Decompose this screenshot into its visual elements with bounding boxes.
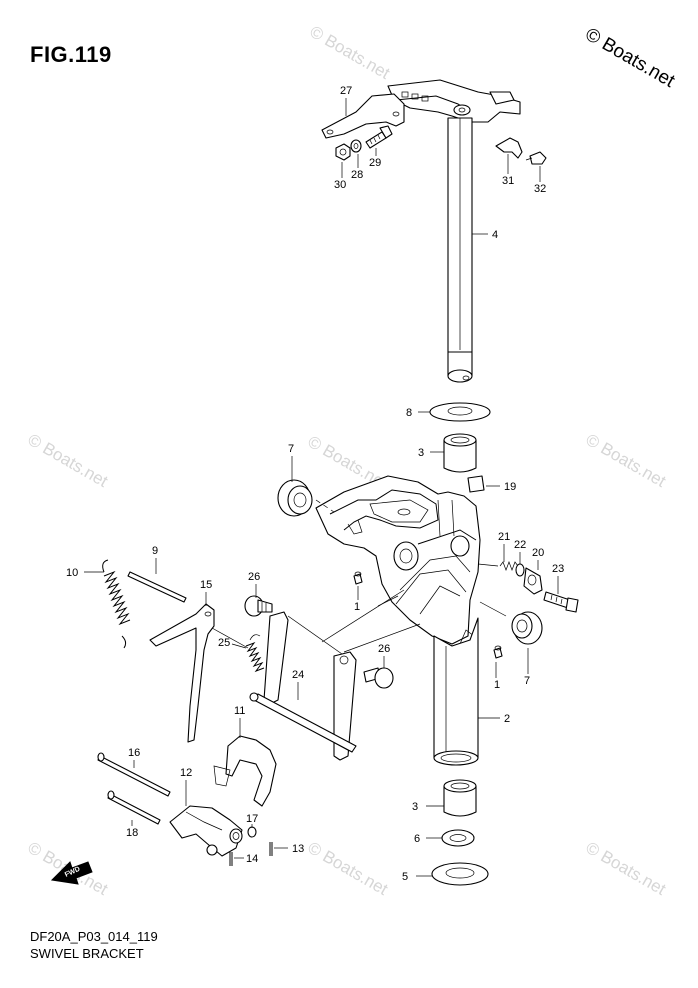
grease-nipple (493, 645, 503, 659)
return-spring (245, 634, 265, 673)
callout-25: 25 (218, 637, 230, 649)
callout-7: 7 (524, 675, 530, 687)
upper-bushing (443, 433, 477, 473)
callout-9: 9 (152, 545, 158, 557)
callout-4: 4 (492, 229, 498, 241)
steering-shaft (447, 117, 473, 383)
callout-6: 6 (414, 833, 420, 845)
washer (350, 139, 362, 153)
callout-13: 13 (292, 843, 304, 855)
large-washer (431, 862, 489, 886)
figure-name: SWIVEL BRACKET (30, 946, 144, 961)
callout-21: 21 (498, 531, 510, 543)
shoulder-bolt (363, 667, 394, 689)
callout-18: 18 (126, 827, 138, 839)
cotter-pin (269, 842, 273, 856)
callout-30: 30 (334, 179, 346, 191)
callout-12: 12 (180, 767, 192, 779)
lower-bushing (443, 779, 477, 817)
grease-nipple (353, 571, 363, 585)
callout-14: 14 (246, 853, 258, 865)
tilt-lock-assembly (249, 611, 357, 761)
callout-3: 3 (412, 801, 418, 813)
left-grommet (277, 479, 313, 517)
callout-11: 11 (234, 705, 245, 717)
callout-31: 31 (502, 175, 514, 187)
release-lever (149, 603, 215, 743)
spring (499, 561, 519, 571)
right-grommet (511, 611, 543, 645)
steering-bracket (387, 79, 521, 123)
leader-lines (84, 98, 559, 877)
callout-2: 2 (504, 713, 510, 725)
pivot-bolt (543, 591, 579, 613)
callout-26: 26 (378, 643, 390, 655)
swivel-bracket-body (315, 475, 481, 647)
tension-spring (102, 559, 131, 649)
callout-23: 23 (552, 563, 564, 575)
pin (127, 571, 187, 603)
callout-15: 15 (200, 579, 212, 591)
pivot-bracket (169, 805, 243, 857)
callout-1: 1 (494, 679, 500, 691)
callout-8: 8 (406, 407, 412, 419)
callout-7: 7 (288, 443, 294, 455)
long-pin (97, 752, 171, 797)
callout-29: 29 (369, 157, 381, 169)
mounting-plate (321, 93, 405, 139)
callout-26: 26 (248, 571, 260, 583)
spacer (515, 563, 525, 577)
cotter-pin (229, 852, 233, 866)
clip (495, 137, 523, 159)
callout-32: 32 (534, 183, 546, 195)
callout-16: 16 (128, 747, 140, 759)
bolt (365, 125, 393, 149)
lock-bracket (213, 735, 277, 807)
callout-20: 20 (532, 547, 544, 559)
callout-labels: 27 30 28 29 31 32 4 8 3 19 7 9 10 15 26 … (66, 85, 564, 883)
forward-arrow-icon: FWD (50, 861, 93, 885)
callout-3: 3 (418, 447, 424, 459)
tiny-washer (247, 826, 257, 838)
figure-title: FIG.119 (30, 42, 112, 67)
small-bolt (525, 151, 547, 165)
collar (523, 567, 543, 595)
shoulder-bolt (244, 595, 273, 617)
short-pin (107, 790, 161, 825)
thrust-pad (467, 475, 485, 493)
callout-28: 28 (351, 169, 363, 181)
callout-19: 19 (504, 481, 516, 493)
callout-1: 1 (354, 601, 360, 613)
callout-27: 27 (340, 85, 352, 97)
callout-17: 17 (246, 813, 258, 825)
nut (335, 143, 351, 161)
swivel-tube (433, 617, 479, 766)
small-washer (441, 829, 475, 847)
callout-22: 22 (514, 539, 526, 551)
callout-5: 5 (402, 871, 408, 883)
figure-code: DF20A_P03_014_119 (30, 929, 158, 944)
callout-24: 24 (292, 669, 304, 681)
thrust-washer (429, 402, 491, 422)
callout-10: 10 (66, 567, 78, 579)
